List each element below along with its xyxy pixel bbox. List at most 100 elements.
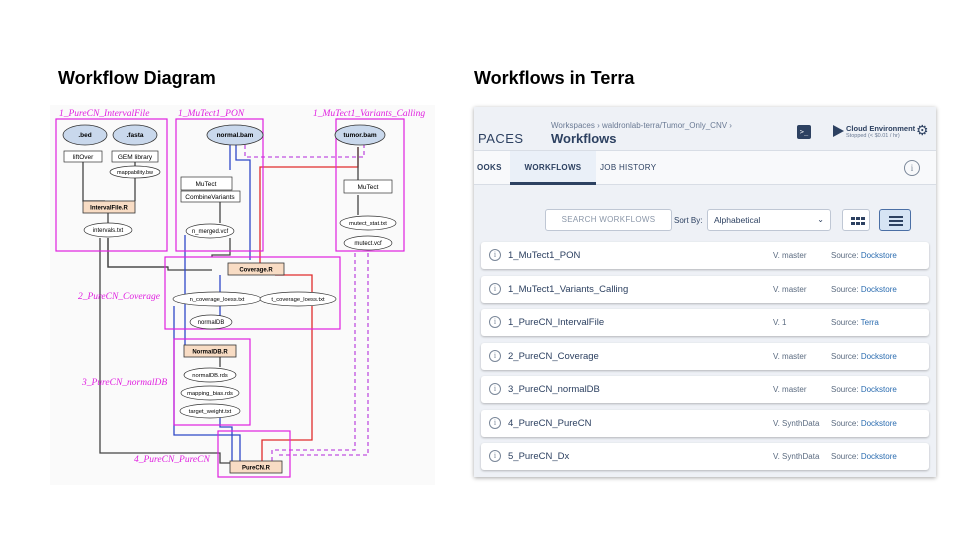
info-icon[interactable]: i bbox=[489, 349, 501, 362]
tab-job-history[interactable]: JOB HISTORY bbox=[600, 163, 657, 172]
node-tumor-bam-label: tumor.bam bbox=[343, 132, 376, 139]
node-mutect-stat-label: mutect_stat.txt bbox=[349, 221, 387, 227]
list-item[interactable]: i 4_PureCN_PureCN V. SynthData Source: D… bbox=[481, 409, 929, 437]
workflow-version: V. 1 bbox=[773, 318, 787, 327]
node-gem-library bbox=[111, 150, 159, 163]
list-item[interactable]: i 5_PureCN_Dx V. SynthData Source: Docks… bbox=[481, 443, 929, 470]
workflow-source: Source: Dockstore bbox=[831, 285, 897, 294]
workflow-version: V. SynthData bbox=[773, 418, 820, 428]
cloud-environment-status: Stopped (< $0.01 / hr) bbox=[846, 133, 900, 139]
info-icon[interactable]: i bbox=[489, 416, 501, 429]
node-target-weight-label: target_weight.txt bbox=[189, 409, 232, 415]
source-link[interactable]: Terra bbox=[860, 318, 879, 327]
tab-workflows[interactable]: WORKFLOWS bbox=[510, 151, 596, 185]
node-n-merged-vcf bbox=[185, 223, 235, 239]
workflow-name[interactable]: 4_PureCN_PureCN bbox=[508, 417, 592, 429]
info-icon[interactable]: i bbox=[489, 249, 501, 261]
play-icon[interactable] bbox=[833, 125, 844, 137]
node-bed-label: .bed bbox=[78, 132, 91, 139]
breadcrumb[interactable]: Workspaces › waldronlab-terra/Tumor_Only… bbox=[551, 121, 732, 130]
tab-notebooks[interactable]: OOKS bbox=[477, 163, 502, 172]
workflow-name[interactable]: 5_PureCN_Dx bbox=[508, 451, 570, 462]
workflow-list: i 1_MuTect1_PON V. master Source: Dockst… bbox=[481, 242, 929, 477]
workflow-source: Source: Dockstore bbox=[831, 419, 897, 428]
source-link[interactable]: Dockstore bbox=[860, 251, 897, 260]
source-label: Source: bbox=[831, 351, 859, 361]
edge-dashed-1 bbox=[244, 145, 365, 158]
node-target-weight bbox=[179, 403, 241, 419]
workflow-version: V. master bbox=[773, 284, 807, 294]
node-t-coverage-label: t_coverage_loess.txt bbox=[271, 297, 325, 303]
node-combine-variants-label: CombineVariants bbox=[185, 194, 235, 201]
chevron-down-icon: ⌄ bbox=[817, 215, 824, 224]
workflow-name[interactable]: 3_PureCN_normalDB bbox=[508, 384, 600, 395]
workflow-source: Source: Dockstore bbox=[831, 352, 897, 361]
edge-dashed-3 bbox=[278, 253, 369, 456]
node-gem-library-label: GEM library bbox=[118, 154, 153, 161]
gear-icon[interactable]: ⚙ bbox=[916, 122, 929, 138]
workflow-name[interactable]: 2_PureCN_Coverage bbox=[508, 350, 599, 362]
region-label-purecn: 4_PureCN_PureCN bbox=[134, 455, 210, 465]
node-coverage-r bbox=[227, 262, 285, 276]
node-bed bbox=[62, 124, 108, 146]
workflow-source: Source: Terra bbox=[831, 318, 879, 327]
node-normaldb-r-label: NormalDB.R bbox=[192, 350, 228, 356]
region-label-mutect-pon: 1_MuTect1_PON bbox=[178, 109, 245, 119]
workflow-name[interactable]: 1_MuTect1_PON bbox=[508, 250, 581, 261]
list-item[interactable]: i 1_PureCN_IntervalFile V. 1 Source: Ter… bbox=[481, 309, 929, 336]
terminal-icon[interactable]: >_ bbox=[797, 125, 811, 139]
source-label: Source: bbox=[831, 418, 859, 428]
list-view-icon bbox=[889, 216, 903, 218]
node-mappability bbox=[109, 165, 161, 179]
region-mutect1-pon bbox=[175, 118, 264, 252]
list-view-button[interactable] bbox=[879, 209, 911, 231]
search-workflows-input[interactable]: SEARCH WORKFLOWS bbox=[545, 209, 672, 231]
info-icon[interactable]: i bbox=[489, 450, 501, 462]
source-label: Source: bbox=[831, 284, 859, 294]
workflow-version: V. SynthData bbox=[773, 452, 820, 461]
workflow-name[interactable]: 1_MuTect1_Variants_Calling bbox=[508, 283, 629, 295]
terra-header: PACES Workspaces › waldronlab-terra/Tumo… bbox=[474, 107, 936, 151]
node-mutect-pon-label: MuTect bbox=[196, 181, 217, 188]
source-link[interactable]: Dockstore bbox=[860, 385, 897, 394]
list-item[interactable]: i 1_MuTect1_Variants_Calling V. master S… bbox=[481, 275, 929, 303]
workspace-tabs: OOKS WORKFLOWS JOB HISTORY i bbox=[474, 151, 936, 185]
edge-liftover-interval bbox=[82, 162, 105, 202]
cloud-environment-label[interactable]: Cloud Environment bbox=[846, 124, 916, 133]
terra-workflows-panel: PACES Workspaces › waldronlab-terra/Tumo… bbox=[474, 107, 936, 477]
node-tumor-bam bbox=[334, 124, 386, 146]
sort-by-label: Sort By: bbox=[674, 216, 703, 225]
edge-tcov-purecn bbox=[261, 306, 313, 463]
workflow-version: V. master bbox=[773, 251, 807, 260]
list-item[interactable]: i 2_PureCN_Coverage V. master Source: Do… bbox=[481, 342, 929, 370]
info-icon[interactable]: i bbox=[489, 282, 501, 295]
sort-by-select[interactable]: Alphabetical ⌄ bbox=[707, 209, 831, 231]
diagram-edges bbox=[82, 145, 369, 464]
edge-merged-normaldb bbox=[211, 238, 231, 257]
workflow-name[interactable]: 1_PureCN_IntervalFile bbox=[508, 317, 605, 328]
workspaces-nav-label[interactable]: PACES bbox=[478, 131, 524, 146]
info-icon[interactable]: i bbox=[489, 383, 501, 395]
grid-view-button[interactable] bbox=[842, 209, 870, 231]
node-intervals-txt bbox=[83, 222, 133, 238]
region-purecn-normaldb bbox=[173, 338, 251, 426]
node-t-coverage bbox=[259, 291, 337, 307]
node-fasta-label: .fasta bbox=[127, 132, 144, 139]
info-icon[interactable]: i bbox=[904, 160, 920, 176]
source-link[interactable]: Dockstore bbox=[860, 452, 897, 461]
node-mutect-calling-label: MuTect bbox=[358, 184, 379, 191]
source-link[interactable]: Dockstore bbox=[860, 418, 897, 428]
workflow-version: V. master bbox=[773, 351, 807, 361]
info-icon[interactable]: i bbox=[489, 316, 501, 328]
region-label-normaldb: 3_PureCN_normalDB bbox=[81, 378, 167, 388]
node-normaldb bbox=[189, 314, 233, 330]
list-item[interactable]: i 1_MuTect1_PON V. master Source: Dockst… bbox=[481, 242, 929, 269]
region-label-mutect-calling: 1_MuTect1_Variants_Calling bbox=[313, 109, 425, 119]
list-item[interactable]: i 3_PureCN_normalDB V. master Source: Do… bbox=[481, 376, 929, 403]
node-liftover-label: liftOver bbox=[73, 154, 94, 161]
source-label: Source: bbox=[831, 385, 859, 394]
node-normaldb-label: normalDB bbox=[198, 320, 225, 326]
source-link[interactable]: Dockstore bbox=[860, 351, 897, 361]
source-link[interactable]: Dockstore bbox=[860, 284, 897, 294]
node-mapping-bias-label: mapping_bias.rds bbox=[187, 391, 233, 397]
